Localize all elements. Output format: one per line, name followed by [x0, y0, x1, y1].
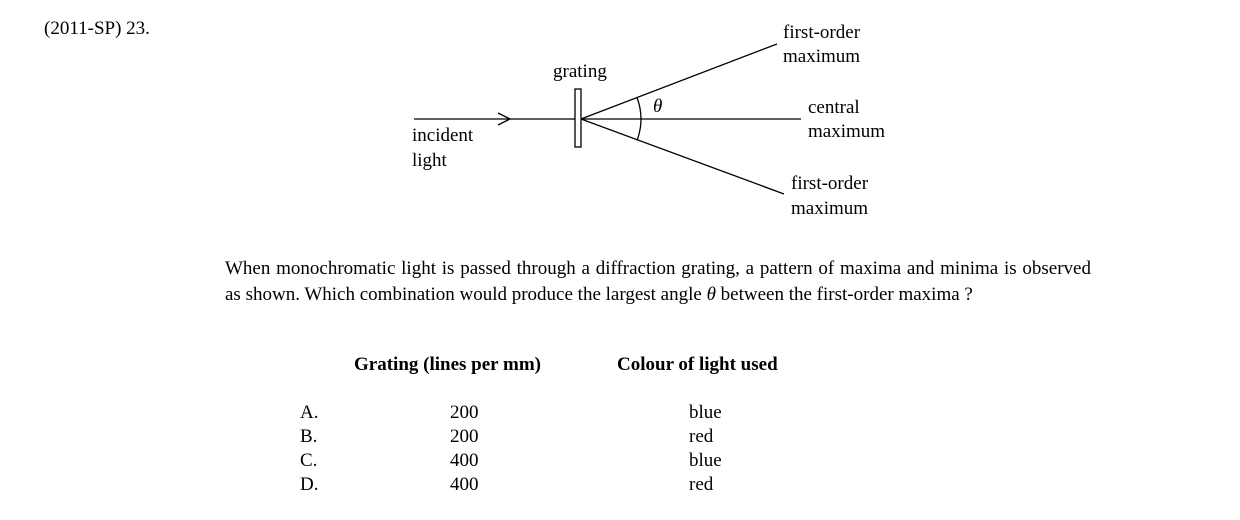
first-order-top-label-line1: first-order: [783, 22, 861, 43]
question-text: When monochromatic light is passed throu…: [225, 256, 1091, 307]
option-d-colour: red: [689, 474, 714, 495]
angle-arc: [636, 97, 642, 141]
option-a-letter[interactable]: A.: [300, 402, 319, 423]
option-a-colour: blue: [689, 402, 722, 423]
incident-light-label-line1: incident: [412, 125, 474, 146]
first-order-bottom-label-line1: first-order: [791, 173, 869, 194]
question-text-part2: between the first-order maxima ?: [715, 283, 973, 305]
question-text-part1: When monochromatic light is passed throu…: [225, 258, 1091, 305]
theta-label: θ: [653, 96, 662, 117]
option-b-letter[interactable]: B.: [300, 426, 318, 447]
central-maximum-label-line2: maximum: [808, 121, 886, 142]
theta-symbol: θ: [706, 283, 716, 305]
grating-label: grating: [553, 61, 607, 82]
diffraction-diagram: θ: [414, 43, 801, 195]
first-order-ray-top: [580, 43, 778, 120]
option-b-colour: red: [689, 426, 714, 447]
incident-arrow-icon: [497, 112, 512, 126]
option-a-lines: 200: [450, 402, 479, 423]
table-header-grating: Grating (lines per mm): [354, 354, 541, 375]
incident-light-label-line2: light: [412, 150, 447, 171]
option-d-lines: 400: [450, 474, 479, 495]
grating-plate: [574, 88, 582, 148]
option-c-lines: 400: [450, 450, 479, 471]
option-c-colour: blue: [689, 450, 722, 471]
option-b-lines: 200: [450, 426, 479, 447]
first-order-top-label-line2: maximum: [783, 46, 861, 67]
option-c-letter[interactable]: C.: [300, 450, 318, 471]
option-d-letter[interactable]: D.: [300, 474, 319, 495]
question-reference: (2011-SP) 23.: [44, 18, 150, 39]
central-maximum-label-line1: central: [808, 97, 860, 118]
first-order-ray-bottom: [580, 118, 785, 195]
first-order-bottom-label-line2: maximum: [791, 198, 869, 219]
table-header-colour: Colour of light used: [617, 354, 778, 375]
